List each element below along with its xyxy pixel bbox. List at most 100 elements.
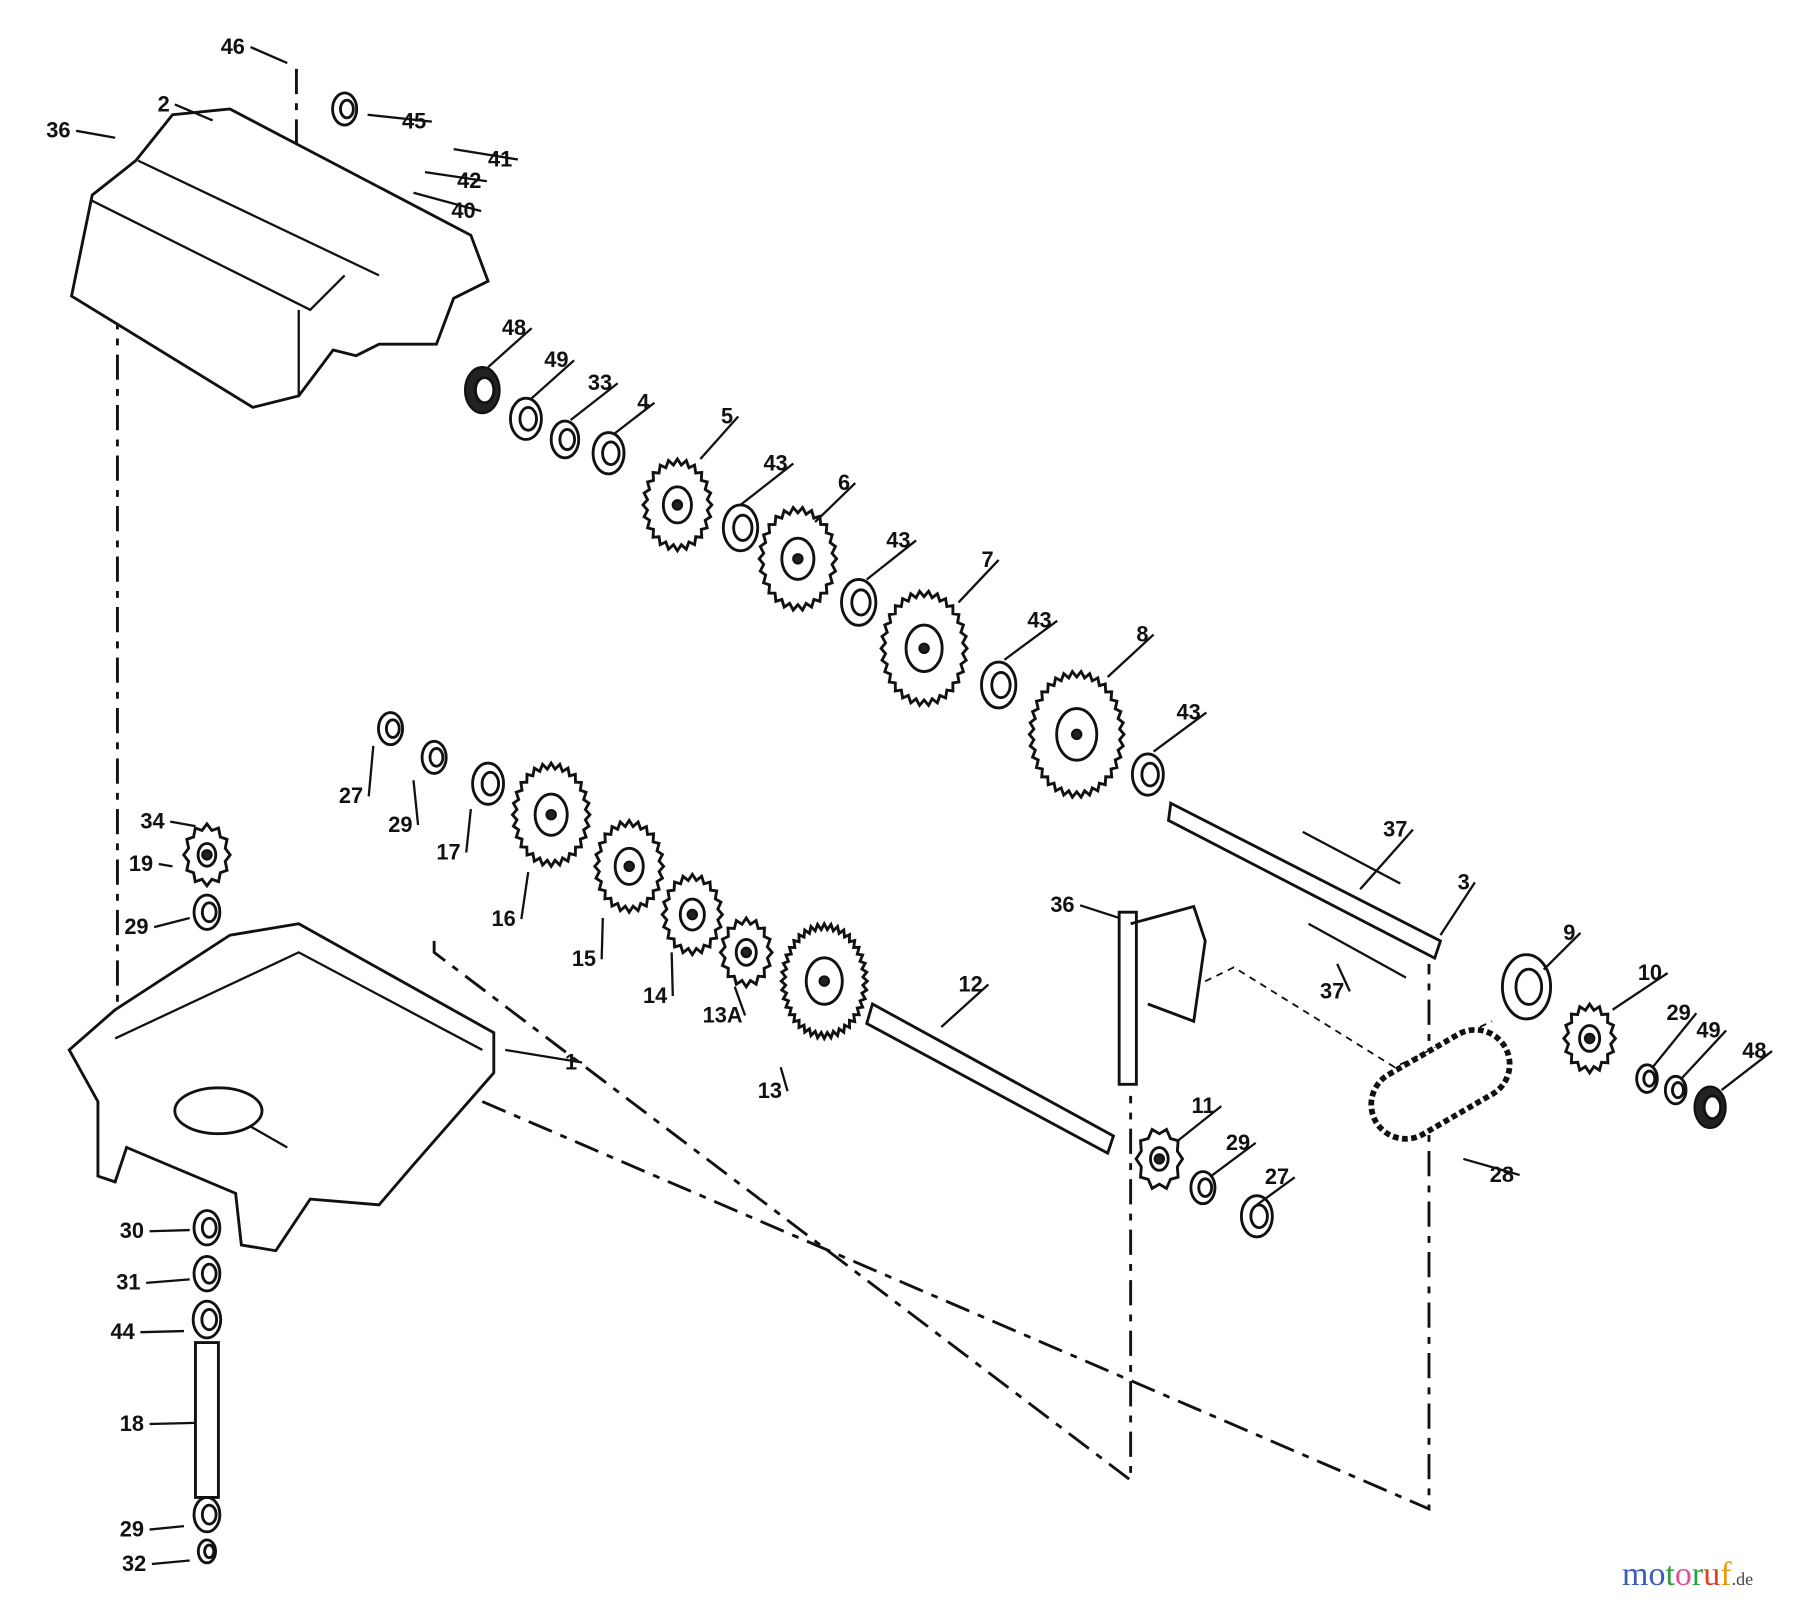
washer	[471, 761, 505, 806]
gear	[879, 588, 969, 708]
callout-48: 48	[502, 315, 526, 340]
leader-line	[75, 129, 116, 139]
callout-5: 5	[721, 403, 733, 428]
callout-41: 41	[488, 146, 512, 171]
washer	[549, 419, 581, 460]
callout-42: 42	[457, 168, 481, 193]
lower-housing-case	[67, 922, 496, 1253]
leader-line	[1336, 963, 1351, 992]
leader-line	[465, 808, 472, 853]
callout-29: 29	[1226, 1130, 1250, 1155]
leader-line	[739, 462, 794, 506]
leader-line	[413, 191, 482, 213]
gear	[1134, 1127, 1185, 1191]
leader-line	[140, 1329, 185, 1334]
watermark-letter: o	[1674, 1556, 1692, 1593]
leader-line	[487, 327, 533, 369]
leader-line	[1720, 1050, 1773, 1091]
leader-line	[569, 382, 619, 421]
leader-line	[1079, 904, 1120, 920]
leader-line	[1463, 1157, 1520, 1177]
callout-45: 45	[402, 109, 426, 134]
leader-line	[1210, 1141, 1257, 1178]
leader-line	[866, 539, 917, 581]
callout-13A: 13A	[703, 1002, 743, 1027]
leader-line	[1003, 619, 1058, 661]
leader-line	[1439, 881, 1476, 936]
gear	[181, 821, 232, 889]
callout-40: 40	[451, 198, 475, 223]
shaft-3	[1166, 801, 1443, 961]
callout-36: 36	[46, 118, 70, 143]
washer	[192, 893, 222, 931]
washer	[192, 1209, 222, 1247]
washer	[1500, 953, 1553, 1021]
leader-line	[1256, 1176, 1296, 1206]
leader-line	[170, 820, 196, 828]
leader-line	[367, 745, 375, 797]
leader-line	[149, 1421, 196, 1426]
leader-line	[670, 952, 674, 997]
callout-18: 18	[120, 1411, 144, 1436]
callout-49: 49	[544, 347, 568, 372]
washer	[591, 431, 626, 476]
leader-line	[600, 917, 604, 960]
callout-48: 48	[1742, 1038, 1766, 1063]
leader-line	[957, 559, 1000, 604]
callout-13: 13	[758, 1078, 782, 1103]
washer	[331, 91, 359, 127]
leader-line	[250, 45, 288, 65]
guide-line	[1193, 966, 1493, 1069]
callout-19: 19	[129, 851, 153, 876]
washer	[191, 1299, 223, 1340]
callout-28: 28	[1490, 1162, 1514, 1187]
gear	[1027, 668, 1126, 800]
shafts	[194, 801, 1513, 1499]
callout-6: 6	[838, 470, 850, 495]
watermark-letter: u	[1703, 1556, 1721, 1593]
leader-line	[1359, 828, 1414, 891]
gear	[660, 871, 725, 958]
callout-37: 37	[1383, 816, 1407, 841]
leader-line	[1175, 1105, 1223, 1143]
shift-fork-36	[1117, 904, 1207, 1086]
leader-line	[424, 170, 488, 183]
watermark-letter: r	[1691, 1556, 1704, 1593]
washer	[1239, 1194, 1274, 1239]
leader-line	[146, 1278, 190, 1285]
leader-line	[174, 103, 214, 122]
leader-line	[153, 916, 191, 929]
callout-15: 15	[572, 946, 596, 971]
watermark-letter: m	[1622, 1556, 1649, 1593]
gears-and-washers	[181, 91, 1727, 1565]
leader-line	[814, 482, 857, 523]
bearing	[1693, 1085, 1727, 1130]
callout-14: 14	[643, 983, 667, 1008]
watermark-letter: f	[1720, 1556, 1732, 1593]
leader-line	[699, 415, 740, 460]
callout-29: 29	[1667, 1000, 1691, 1025]
washer	[377, 711, 405, 747]
callout-2: 2	[158, 91, 170, 116]
washer	[721, 503, 760, 553]
washer	[509, 396, 543, 441]
callout-30: 30	[120, 1218, 144, 1243]
shaft-18	[194, 1341, 220, 1499]
washer	[980, 660, 1018, 710]
callout-46: 46	[221, 34, 245, 59]
callout-11: 11	[1191, 1093, 1214, 1118]
callout-37: 37	[1320, 978, 1344, 1003]
callout-17: 17	[436, 839, 460, 864]
bearing	[463, 366, 501, 415]
shaft-12	[865, 1001, 1116, 1156]
washer	[1130, 752, 1165, 797]
watermark-logo: motoruf.de	[1622, 1556, 1754, 1593]
callout-4: 4	[637, 390, 649, 415]
upper-housing-cover	[69, 107, 490, 409]
key-37	[1302, 830, 1407, 979]
washer	[1635, 1063, 1659, 1094]
leader-line	[412, 780, 420, 826]
leader-line	[1542, 932, 1582, 971]
gear	[718, 915, 774, 990]
